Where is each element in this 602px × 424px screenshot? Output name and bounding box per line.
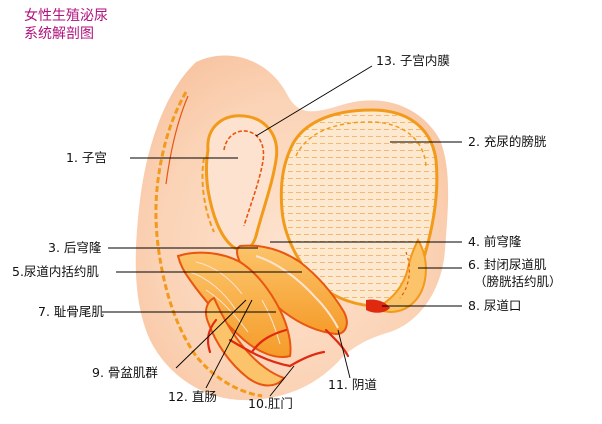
label-closed-sphincter-line2: （膀胱括约肌）: [474, 275, 562, 289]
label-pubococcygeus: 7. 耻骨尾肌: [38, 305, 104, 319]
label-pelvic-floor: 9. 骨盆肌群: [92, 366, 158, 380]
label-vagina: 11. 阴道: [328, 378, 377, 392]
label-posterior-fornix: 3. 后穹隆: [48, 241, 101, 255]
label-bladder: 2. 充尿的膀胱: [468, 135, 546, 149]
label-anterior-fornix: 4. 前穹隆: [468, 235, 521, 249]
label-internal-sphincter: 5.尿道内括约肌: [12, 265, 99, 279]
label-rectum: 12. 直肠: [168, 390, 217, 404]
label-anus: 10.肛门: [248, 397, 293, 411]
label-urethral-orifice: 8. 尿道口: [468, 299, 521, 313]
label-endometrium: 13. 子宫内膜: [376, 54, 450, 68]
label-uterus: 1. 子宫: [66, 151, 107, 165]
label-closed-sphincter-line1: 6. 封闭尿道肌: [468, 258, 546, 272]
